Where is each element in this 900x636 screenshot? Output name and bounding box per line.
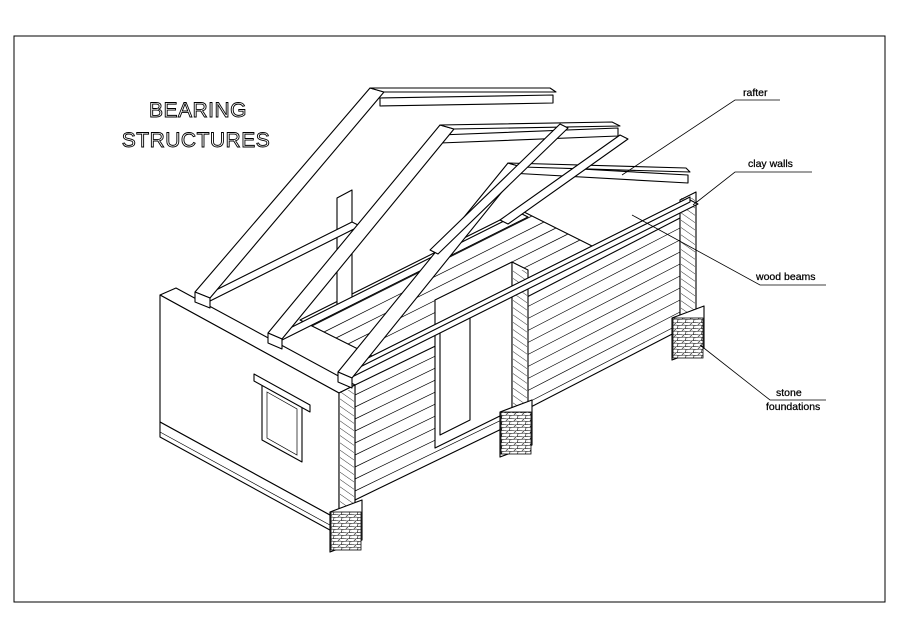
annotations: rafter clay walls wood beams stone found… [621, 87, 826, 413]
drawing-title: BEARING STRUCTURES [121, 99, 271, 153]
drawing-frame [13, 35, 886, 603]
label-stone-line-1: stone [776, 387, 802, 399]
title-line-2: STRUCTURES [122, 129, 271, 152]
label-wood-beams: wood beams [755, 271, 816, 283]
stone-foundations [329, 305, 705, 553]
rafters [194, 87, 691, 389]
label-clay-walls: clay walls [748, 158, 793, 170]
label-stone-line-2: foundations [766, 401, 820, 413]
wood-beams [195, 94, 699, 380]
label-rafter: rafter [743, 87, 768, 99]
title-line-1: BEARING [149, 99, 247, 122]
